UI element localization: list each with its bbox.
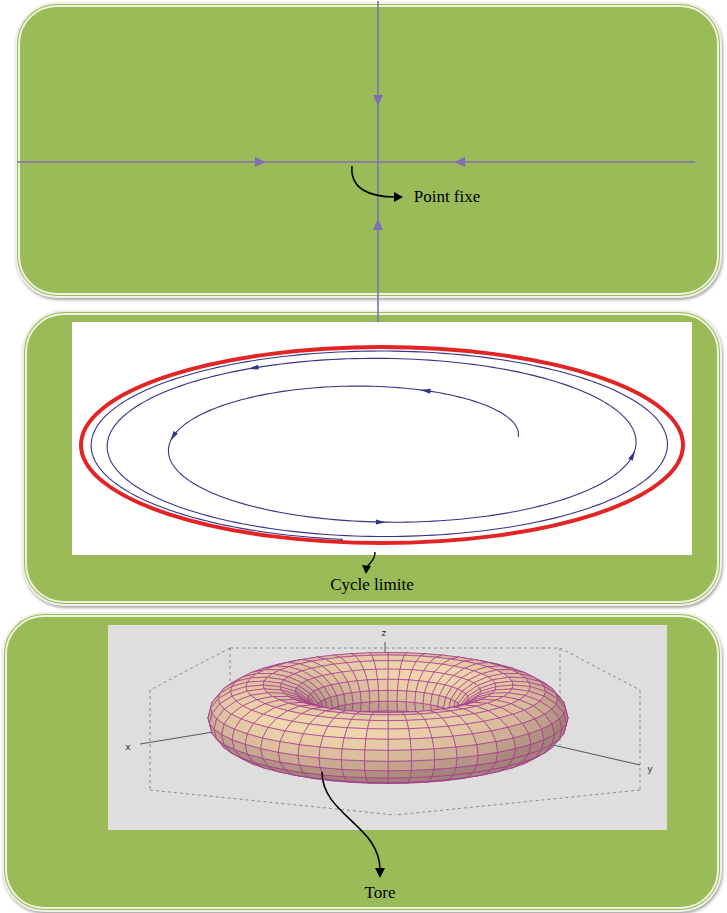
torus-facet [370,715,389,721]
torus-facet [432,736,456,749]
torus-facet [369,701,379,711]
torus-facet [388,750,412,761]
torus-facet [368,720,389,729]
trajectory [91,351,667,539]
torus-facet [320,736,344,749]
trajectory-arrowhead [170,431,178,441]
torus-facet [278,742,299,756]
limit-cycle-image [72,322,692,555]
torus-facet [388,661,402,670]
torus-facet [415,692,425,704]
panel-label: Point fixe [414,188,481,207]
torus-facet [388,701,398,711]
torus-facet [372,655,388,661]
limit-cycle-plot [81,347,683,543]
torus-facet [406,702,416,712]
torus-facet [388,739,411,751]
trajectory-arrowhead [628,451,635,461]
diagram-panel: Point fixe [15,2,722,298]
trajectory-arrowhead [248,365,258,370]
torus-facet [366,778,388,783]
torus-facet [388,720,409,729]
panel-label: Cycle limite [330,576,414,595]
torus-facet [397,701,407,711]
torus-facet [388,729,410,740]
axis-arrowheads [255,95,465,230]
torus-facet [379,690,389,701]
torus-facet [388,679,399,690]
torus-facet [406,691,416,703]
torus-facet [409,728,432,739]
panel-label: Tore [365,884,396,903]
torus-facet [477,742,498,756]
torus-facet [407,720,429,729]
torus-facet [388,761,412,771]
fixed-point-axes [17,1,695,322]
torus-facet [344,728,367,739]
torus-facet [388,778,410,783]
torus-facet [379,701,389,711]
torus-facet [388,715,407,721]
torus-facet [341,760,365,771]
torus-facet [378,679,389,690]
axis-label: y [647,766,652,775]
torus-image [108,625,667,830]
plot-axes [140,642,640,765]
torus-facet [352,692,362,704]
torus-facet [397,691,407,702]
torus-facet [366,729,388,740]
torus-facet [341,749,365,761]
torus-facet [323,726,347,738]
plot-box [150,648,640,815]
torus-facet [365,770,388,778]
trajectory-arrowhead [420,389,430,394]
torus-facet [411,749,435,761]
axis-label: z [381,630,386,639]
torus-facet [388,690,398,701]
torus-facet [374,661,388,670]
leader-arrow [352,166,403,202]
torus-facet [411,760,435,771]
torus-facet [360,702,370,712]
torus-facet [410,738,434,750]
leader-arrow [322,772,385,878]
torus-facet [365,750,389,761]
torus-facet [388,669,400,679]
trajectory-arrowhead [376,520,386,525]
leader-arrow [362,552,375,574]
torus-facet [369,691,379,702]
torus-facet [456,745,478,758]
torus-facet [434,747,457,760]
torus-facet [376,669,388,679]
torus-facet [429,726,453,738]
torus-facet [342,738,366,750]
torus-facet [319,747,342,760]
torus-facet [365,739,388,751]
torus-facet [347,720,369,729]
torus-facet [388,770,411,778]
torus-mesh [208,653,568,784]
axis-label: x [125,744,130,753]
torus-facet [388,655,404,661]
label-layer: zxy [0,0,727,27]
torus-facet [365,761,389,771]
torus-facet [360,691,370,703]
torus-facet [298,745,320,758]
